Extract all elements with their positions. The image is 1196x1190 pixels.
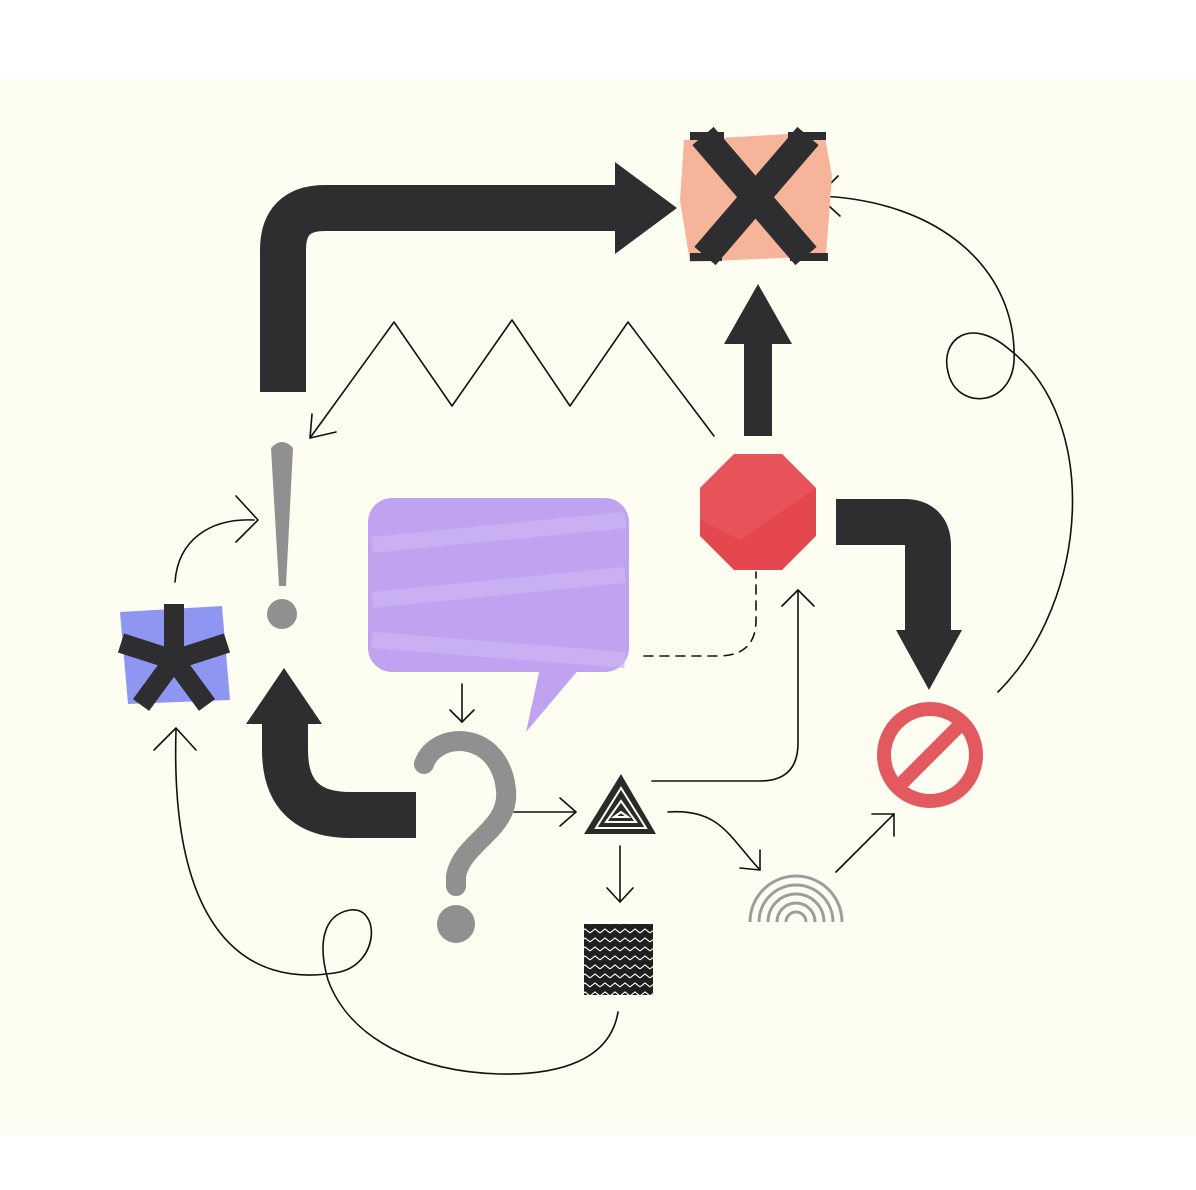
thick-arrow-exclaim-to-x [260,162,677,392]
flow-diagram [0,78,1196,1134]
dashed-line-bubble-to-stop [643,571,757,657]
question-mark-icon [414,731,517,943]
asterisk-icon [117,604,231,711]
arrow-question-to-triangle [513,797,577,827]
thick-arrow-question-to-exclaim [246,668,416,838]
loop-arrow-square-to-asterisk [153,727,619,1075]
arch-icon [748,874,844,923]
thick-arrow-stop-to-x [724,284,792,436]
arrow-triangle-to-stop [651,589,815,782]
x-mark-icon [680,126,832,266]
curve-arrow-asterisk-to-exclaim [174,495,259,583]
zigzag-arrow [309,319,715,439]
arrow-bubble-to-question [449,683,475,723]
patterned-triangle-icon [584,774,656,834]
arrow-triangle-to-arch [667,810,761,871]
prohibited-icon [877,702,983,808]
thick-arrow-stop-to-prohibited [836,499,962,690]
chevron-square-icon [584,924,653,995]
exclamation-mark-icon [267,442,297,629]
arrow-triangle-to-square [606,845,634,903]
stop-octagon-icon [700,454,816,570]
arrow-arch-to-prohibited [835,813,895,873]
speech-bubble-icon [368,498,629,732]
